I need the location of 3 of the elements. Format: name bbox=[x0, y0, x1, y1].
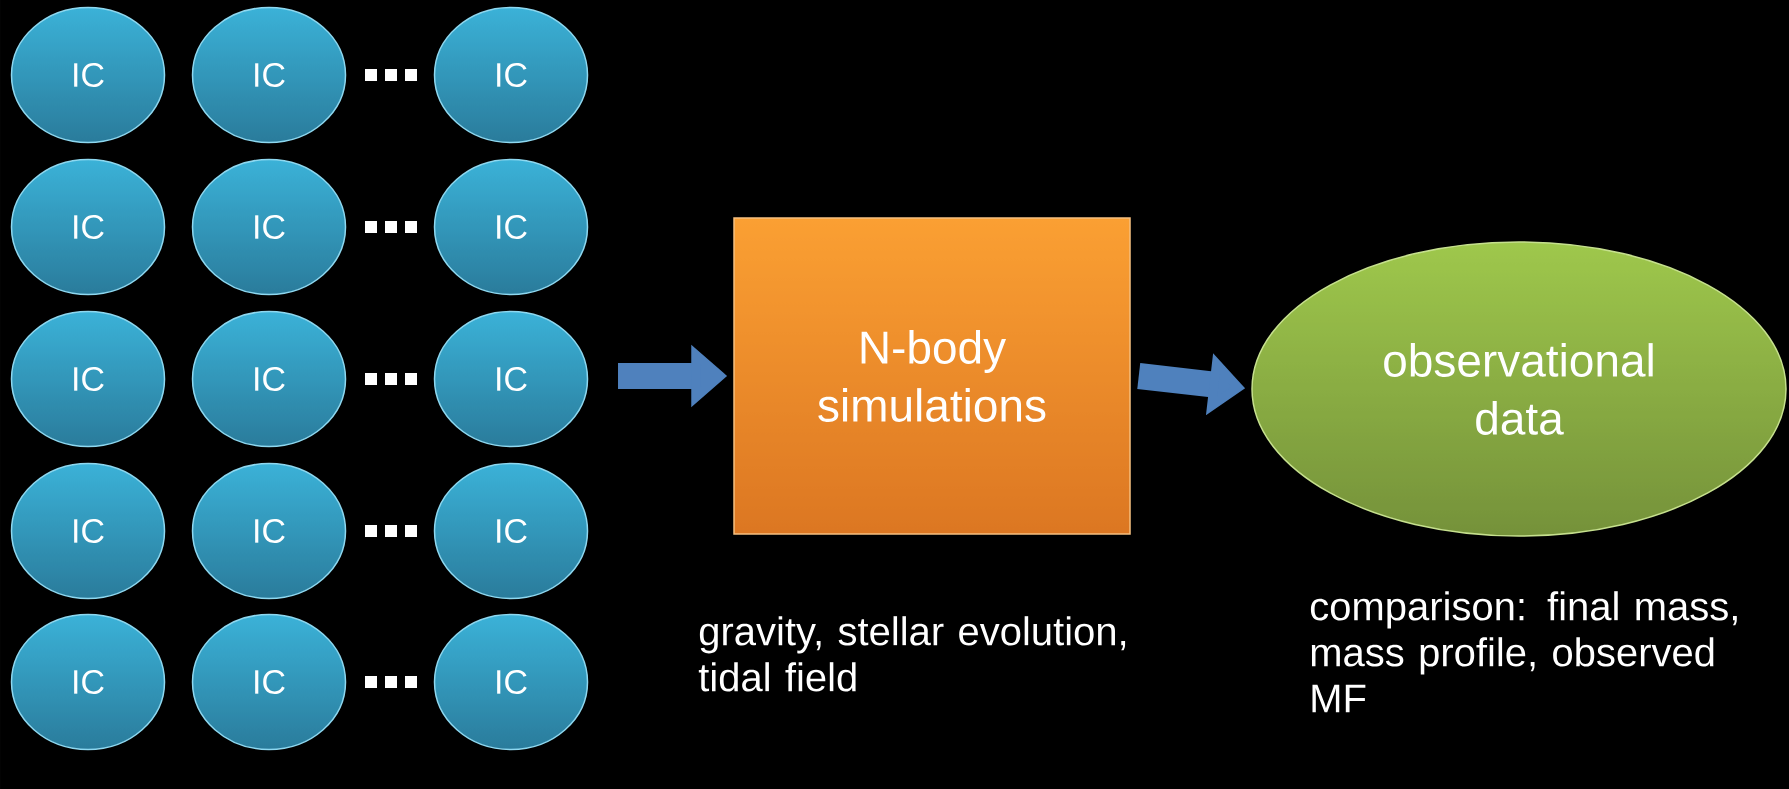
process-box: N-body simulations bbox=[733, 217, 1131, 535]
note-text: comparison: final mass, mass profile, observed MF bbox=[1310, 591, 1737, 713]
note-text: gravity, stellar evolution, tidal field bbox=[698, 616, 1126, 692]
